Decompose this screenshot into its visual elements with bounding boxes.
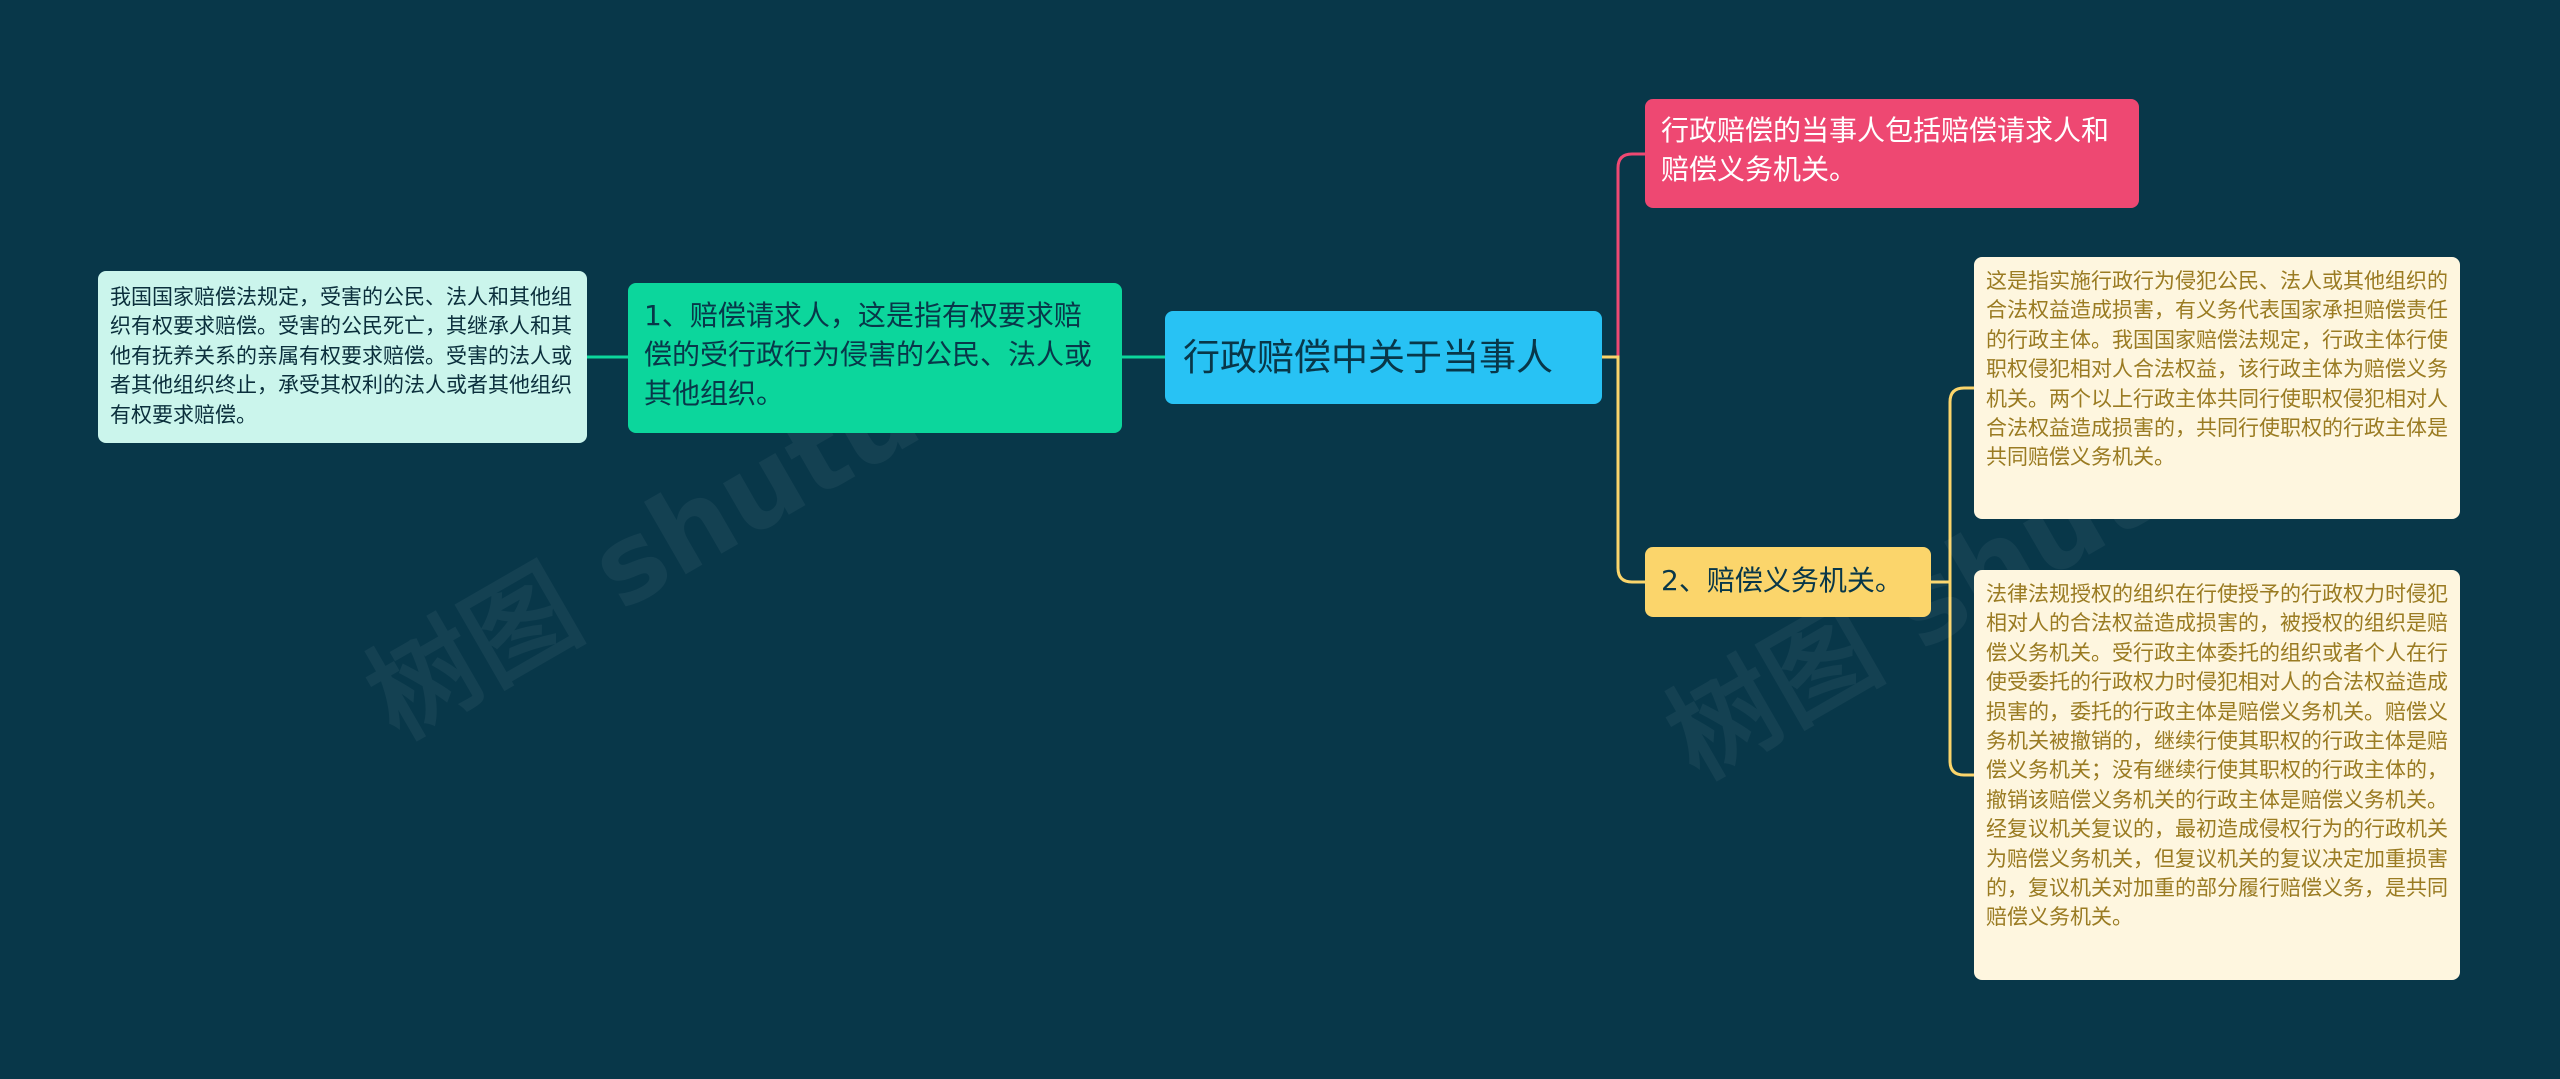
leaf-claimant-detail-label: 我国国家赔偿法规定，受害的公民、法人和其他组织有权要求赔偿。受害的公民死亡，其继… [110, 285, 572, 427]
link-yellow-leaf-b [1948, 582, 1974, 777]
branch-liable-organ[interactable]: 2、赔偿义务机关。 [1645, 547, 1931, 617]
branch-claimant-label: 1、赔偿请求人，这是指有权要求赔偿的受行政行为侵害的公民、法人或其他组织。 [644, 299, 1093, 411]
branch-claimant[interactable]: 1、赔偿请求人，这是指有权要求赔偿的受行政行为侵害的公民、法人或其他组织。 [628, 283, 1122, 433]
leaf-liable-organ-definition[interactable]: 这是指实施行政行为侵犯公民、法人或其他组织的合法权益造成损害，有义务代表国家承担… [1974, 257, 2460, 519]
branch-liable-organ-label: 2、赔偿义务机关。 [1661, 564, 1903, 597]
link-central-yellow [1602, 355, 1645, 584]
link-yellow-leaf-a [1931, 386, 1974, 584]
central-topic[interactable]: 行政赔偿中关于当事人 [1165, 311, 1602, 404]
leaf-liable-organ-cases-label: 法律法规授权的组织在行使授予的行政权力时侵犯相对人的合法权益造成损害的，被授权的… [1986, 582, 2448, 930]
branch-parties-summary-label: 行政赔偿的当事人包括赔偿请求人和赔偿义务机关。 [1661, 114, 2110, 187]
leaf-claimant-detail[interactable]: 我国国家赔偿法规定，受害的公民、法人和其他组织有权要求赔偿。受害的公民死亡，其继… [98, 271, 587, 443]
leaf-liable-organ-definition-label: 这是指实施行政行为侵犯公民、法人或其他组织的合法权益造成损害，有义务代表国家承担… [1986, 269, 2448, 470]
link-central-red [1602, 152, 1645, 359]
branch-parties-summary[interactable]: 行政赔偿的当事人包括赔偿请求人和赔偿义务机关。 [1645, 99, 2139, 208]
leaf-liable-organ-cases[interactable]: 法律法规授权的组织在行使授予的行政权力时侵犯相对人的合法权益造成损害的，被授权的… [1974, 570, 2460, 980]
central-topic-label: 行政赔偿中关于当事人 [1183, 335, 1553, 379]
